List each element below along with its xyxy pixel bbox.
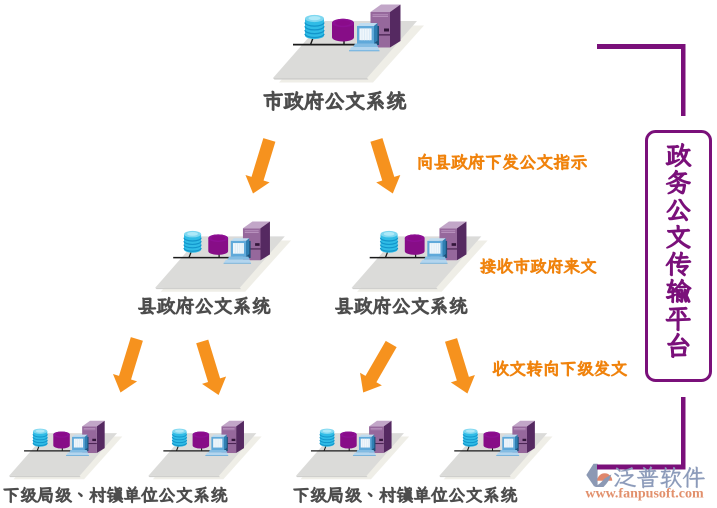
svg-text:www.fanpusoft.com: www.fanpusoft.com [585, 487, 704, 502]
